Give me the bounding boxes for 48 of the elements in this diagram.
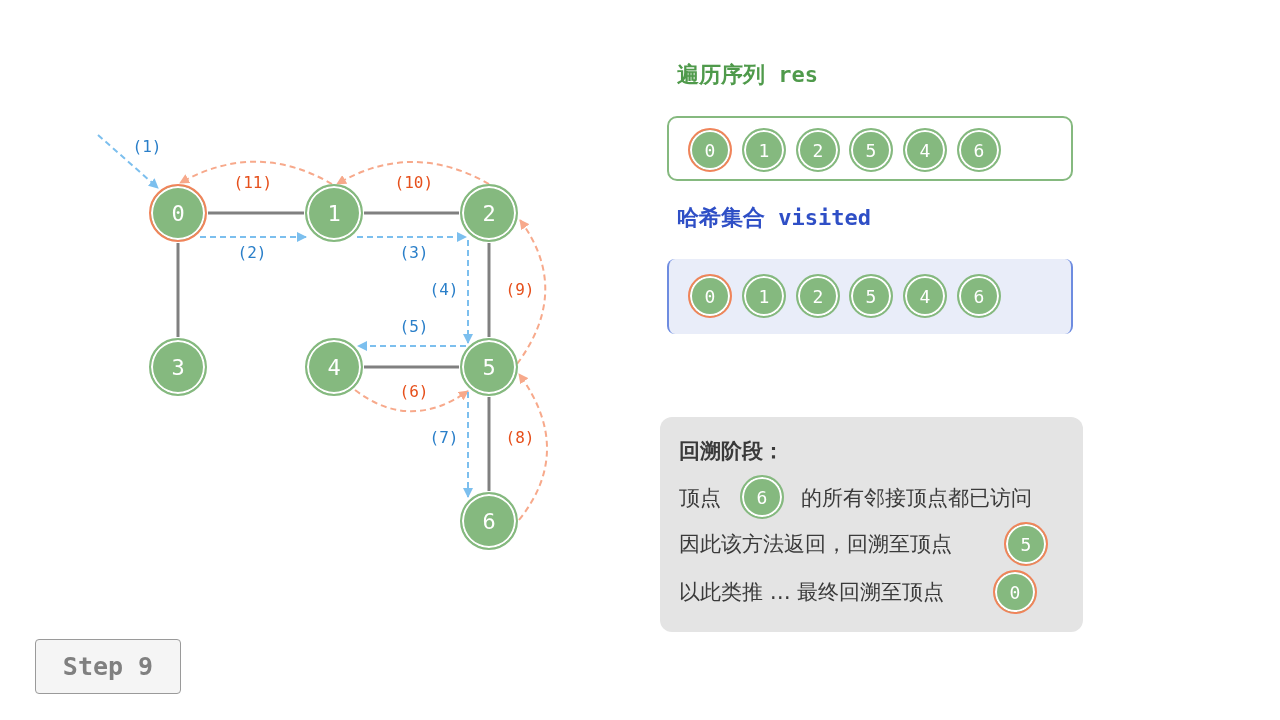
arrow: [463, 391, 473, 498]
arrow: [356, 232, 467, 242]
step-badge: Step 9: [35, 639, 181, 694]
vertex-circle: 2: [796, 128, 840, 172]
arrow: [463, 239, 473, 344]
vertex-circle: 4: [903, 274, 947, 318]
vertex-circle: 6: [957, 128, 1001, 172]
vertex-circle: 2: [796, 274, 840, 318]
edge-line: [487, 243, 491, 337]
vertex-circle: 4: [305, 338, 363, 396]
vertex-circle: 0: [993, 570, 1037, 614]
edge-line: [364, 365, 459, 369]
vertex-circle: 2: [460, 184, 518, 242]
edge-line: [487, 397, 491, 491]
vertex-circle: 6: [460, 492, 518, 550]
arrow: [179, 160, 333, 185]
arrow: [354, 389, 469, 413]
arrow: [357, 341, 467, 351]
vertex-circle: 0: [149, 184, 207, 242]
vertex-circle: 1: [742, 128, 786, 172]
arrow: [516, 219, 547, 365]
vertex-circle: 4: [903, 128, 947, 172]
arrow: [518, 373, 548, 521]
edge-line: [364, 211, 459, 215]
vertex-circle: 1: [305, 184, 363, 242]
vertex-circle: 5: [460, 338, 518, 396]
edge-line: [176, 243, 180, 337]
note-text: 顶点: [679, 485, 721, 511]
vertex-circle: 3: [149, 338, 207, 396]
vertex-circle: 1: [742, 274, 786, 318]
vertex-circle: 5: [849, 274, 893, 318]
vertex-circle: 6: [957, 274, 1001, 318]
vertex-circle: 6: [740, 475, 784, 519]
section-heading: 哈希集合 visited: [677, 205, 871, 231]
note-text: 因此该方法返回，回溯至顶点: [679, 531, 952, 557]
vertex-circle: 0: [688, 128, 732, 172]
vertex-circle: 5: [1004, 522, 1048, 566]
vertex-circle: 0: [688, 274, 732, 318]
panel-heading: 回溯阶段：: [679, 438, 784, 464]
arrow: [336, 161, 490, 185]
arrow: [199, 232, 307, 242]
arrow: [97, 134, 159, 189]
vertex-circle: 5: [849, 128, 893, 172]
section-heading: 遍历序列 res: [677, 62, 818, 88]
note-text: 的所有邻接顶点都已访问: [801, 485, 1032, 511]
note-text: 以此类推 … 最终回溯至顶点: [679, 579, 945, 605]
note-panel: [660, 417, 1083, 632]
edge-line: [208, 211, 304, 215]
